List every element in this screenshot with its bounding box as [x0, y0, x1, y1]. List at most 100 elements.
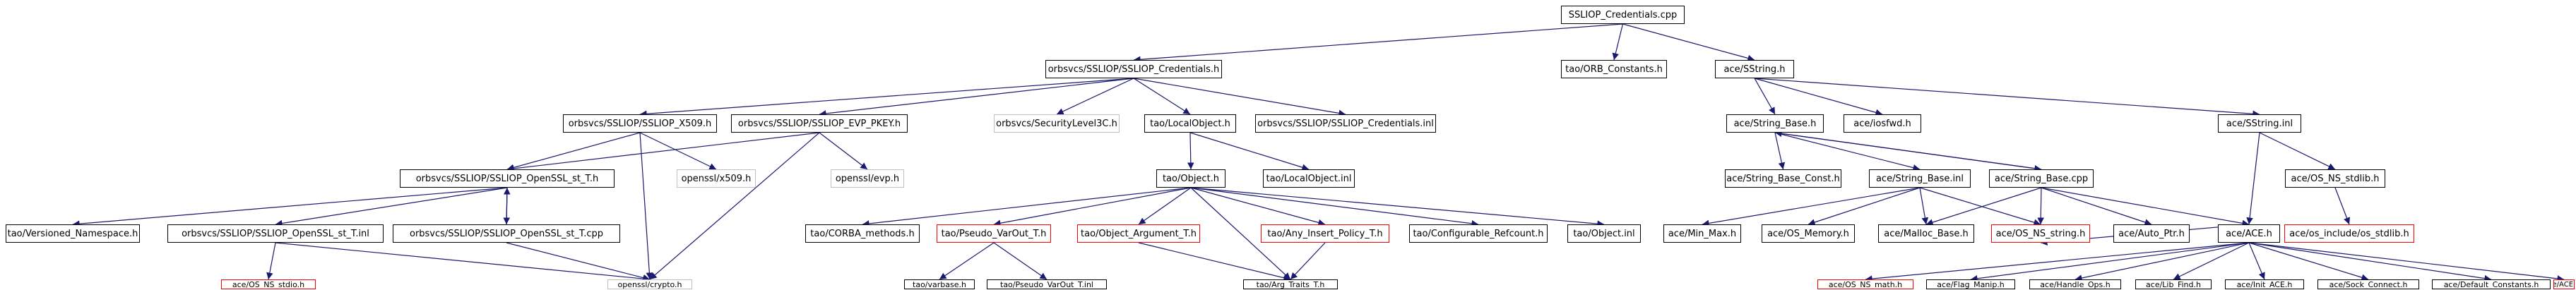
node-corba-methods-h[interactable]: tao/CORBA_methods.h [805, 224, 920, 243]
node-openssl-crypto-h[interactable]: openssl/crypto.h [607, 279, 692, 289]
edge-n_x509_h-to-n_openssl_crypto [639, 132, 653, 280]
edge-n_sstring_inl-to-n_os_stdlib_h [2259, 132, 2336, 170]
node-sstring-h[interactable]: ace/SString.h [1715, 60, 1794, 78]
node-openssl-evp-h[interactable]: openssl/evp.h [831, 169, 904, 188]
node-auto-ptr-h[interactable]: ace/Auto_Ptr.h [2113, 224, 2190, 243]
edge-n_evp_h-to-n_openssl_crypto [649, 132, 820, 280]
edge-n_root-to-n_cred_h [1133, 23, 1623, 64]
node-string-base-h[interactable]: ace/String_Base.h [1726, 114, 1824, 133]
edge-n_stringbase_h-to-n_sb_inl [1774, 132, 1921, 171]
edge-n_object_h-to-n_conf_refcount [1190, 187, 1479, 227]
edge-n_object_h-to-n_object_inl [1190, 187, 1605, 227]
node-arg-traits-t-h[interactable]: tao/Arg_Traits_T.h [1243, 279, 1338, 289]
node-ace-h[interactable]: ace/ACE.h [2218, 224, 2280, 243]
edge-n_ace_h-to-n_sock_connect [2248, 242, 2369, 281]
node-os-memory-h[interactable]: ace/OS_Memory.h [1762, 224, 1855, 243]
edge-n_sstring_h-to-n_stringbase_h [1754, 78, 1776, 115]
node-varbase-h[interactable]: tao/varbase.h [904, 279, 975, 289]
node-ssliop-credentials-inl[interactable]: orbsvcs/SSLIOP/SSLIOP_Credentials.inl [1255, 114, 1436, 133]
edge-n_ace_h-to-n_flag_manip [1970, 242, 2250, 282]
edge-n_x509_h-to-n_openssl_x509 [639, 132, 717, 170]
node-os-ns-stdlib-h[interactable]: ace/OS_NS_stdlib.h [2285, 169, 2385, 188]
edge-n_ace_h-to-n_default_const [2248, 242, 2492, 282]
node-ssliop-evp-pkey-h[interactable]: orbsvcs/SSLIOP/SSLIOP_EVP_PKEY.h [731, 114, 908, 133]
node-sstring-inl[interactable]: ace/SString.inl [2218, 114, 2301, 133]
node-string-base-const-h[interactable]: ace/String_Base_Const.h [1725, 169, 1841, 188]
edge-n_evp_h-to-n_ssl_st_h [506, 132, 820, 172]
edge-n_os_stdlib_h-to-n_os_stdlib_inc [2334, 187, 2351, 225]
node-configurable-refcount-h[interactable]: tao/Configurable_Refcount.h [1409, 224, 1548, 243]
edge-n_sb_inl-to-n_os_memory [1808, 187, 1921, 226]
node-flag-manip-h[interactable]: ace/Flag_Manip.h [1926, 279, 2015, 289]
edge-n_sstring_h-to-n_iosfwd [1754, 78, 1883, 116]
node-ssliop-credentials-h[interactable]: orbsvcs/SSLIOP/SSLIOP_Credentials.h [1045, 60, 1222, 78]
edge-n_evp_h-to-n_openssl_evp [819, 132, 868, 170]
node-min-max-h[interactable]: ace/Min_Max.h [1663, 224, 1741, 243]
node-default-constants-h[interactable]: ace/Default_Constants.h [2432, 279, 2551, 289]
edge-n_sstring_inl-to-n_ace_h [2246, 132, 2260, 225]
node-malloc-base-h[interactable]: ace/Malloc_Base.h [1878, 224, 1974, 243]
edge-n_sb_cpp-to-n_malloc_base [1925, 187, 2042, 226]
node-string-base-cpp[interactable]: ace/String_Base.cpp [1989, 169, 2094, 188]
edge-n_object_arg-to-n_arg_traits [1138, 242, 1291, 282]
edge-n_ssl_st_h-to-n_versioned_ns [72, 187, 508, 227]
edge-n_localobj_h-to-n_localobj_inl [1189, 132, 1310, 171]
edge-n_any_insert-to-n_arg_traits [1290, 242, 1326, 280]
node-init-ace-h[interactable]: ace/Init_ACE.h [2225, 279, 2304, 289]
node-ace-inl[interactable]: ace/ACE.inl [2553, 279, 2575, 289]
edge-n_object_h-to-n_object_arg [1138, 187, 1192, 225]
node-object-h[interactable]: tao/Object.h [1156, 169, 1225, 188]
edge-n_stringbase_h-to-n_sb_const [1774, 132, 1786, 170]
node-os-ns-stdio-h[interactable]: ace/OS_NS_stdio.h [221, 279, 316, 289]
edge-n_object_h-to-n_any_insert [1190, 187, 1326, 226]
edge-n_ace_h-to-n_lib_find [2173, 242, 2250, 280]
edge-n_localobj_h-to-n_object_h [1187, 132, 1194, 170]
edge-n_root-to-n_sstring_h [1622, 23, 1755, 62]
node-os-ns-string-h[interactable]: ace/OS_NS_string.h [1991, 224, 2090, 243]
edge-n_ssl_st_cpp-to-n_ssl_st_h [504, 187, 511, 225]
node-orb-constants-h[interactable]: tao/ORB_Constants.h [1561, 60, 1667, 78]
node-ssliop-credentials-cpp[interactable]: SSLIOP_Credentials.cpp [1561, 6, 1685, 24]
edge-n_ace_h-to-n_init_ace [2248, 242, 2265, 280]
node-handle-ops-h[interactable]: ace/Handle_Ops.h [2029, 279, 2121, 289]
edge-n_ssl_st_inl-to-n_os_stdio [266, 242, 276, 280]
edge-n_sb_inl-to-n_malloc_base [1919, 187, 1929, 225]
node-ssliop-openssl-st-t-h[interactable]: orbsvcs/SSLIOP/SSLIOP_OpenSSL_st_T.h [400, 169, 615, 188]
node-lib-find-h[interactable]: ace/Lib_Find.h [2135, 279, 2212, 289]
node-versioned-namespace-h[interactable]: tao/Versioned_Namespace.h [6, 224, 140, 243]
edge-n_ace_h-to-n_ace_inl [2248, 242, 2565, 282]
edge-n_ssl_st_cpp-to-n_openssl_crypto [506, 242, 651, 282]
edge-n_cred_h-to-n_x509_h [639, 78, 1134, 118]
edge-n_cred_h-to-n_localobj_h [1133, 78, 1191, 115]
node-localobject-h[interactable]: tao/LocalObject.h [1144, 114, 1236, 133]
node-ssliop-x509-h[interactable]: orbsvcs/SSLIOP/SSLIOP_X509.h [563, 114, 717, 133]
edge-n_object_h-to-n_pseudo_varout [993, 187, 1192, 226]
node-object-inl[interactable]: tao/Object.inl [1567, 224, 1641, 243]
edge-n_sb_cpp-to-n_ace_h [2041, 187, 2250, 227]
edge-n_cred_h-to-n_cred_inl [1133, 78, 1346, 117]
node-any-insert-policy-t-h[interactable]: tao/Any_Insert_Policy_T.h [1261, 224, 1389, 243]
node-os-ns-math-h[interactable]: ace/OS_NS_math.h [1817, 279, 1913, 289]
node-sock-connect-h[interactable]: ace/Sock_Connect.h [2317, 279, 2419, 289]
edge-n_cred_h-to-n_evp_h [819, 78, 1134, 117]
node-iosfwd-h[interactable]: ace/iosfwd.h [1844, 114, 1921, 133]
edge-n_sb_cpp-to-n_auto_ptr [2041, 187, 2152, 226]
edge-n_ssl_st_inl-to-n_openssl_crypto [275, 242, 651, 282]
node-object-argument-t-h[interactable]: tao/Object_Argument_T.h [1077, 224, 1200, 243]
node-localobject-inl[interactable]: tao/LocalObject.inl [1263, 169, 1355, 188]
node-pseudo-varout-t-h[interactable]: tao/Pseudo_VarOut_T.h [937, 224, 1051, 243]
edge-n_ace_h-to-n_os_math [1865, 242, 2250, 282]
edge-n_sstring_h-to-n_sstring_inl [1754, 78, 2260, 118]
node-pseudo-varout-t-inl[interactable]: tao/Pseudo_VarOut_T.inl [987, 279, 1107, 289]
node-os-include-os-stdlib-h[interactable]: ace/os_include/os_stdlib.h [2284, 224, 2414, 243]
node-openssl-x509-h[interactable]: openssl/x509.h [677, 169, 756, 188]
node-ssliop-openssl-st-t-inl[interactable]: orbsvcs/SSLIOP/SSLIOP_OpenSSL_st_T.inl [167, 224, 384, 243]
node-string-base-inl[interactable]: ace/String_Base.inl [1869, 169, 1971, 188]
node-securitylevel3c-h[interactable]: orbsvcs/SecurityLevel3C.h [994, 114, 1120, 133]
edge-n_pseudo_varout-to-n_pseudo_varout_inl [993, 242, 1047, 280]
edge-n_sb_inl-to-n_os_string [1919, 187, 2041, 226]
node-ssliop-openssl-st-t-cpp[interactable]: orbsvcs/SSLIOP/SSLIOP_OpenSSL_st_T.cpp [393, 224, 620, 243]
edge-n_cred_h-to-n_seclevel [1056, 78, 1134, 115]
